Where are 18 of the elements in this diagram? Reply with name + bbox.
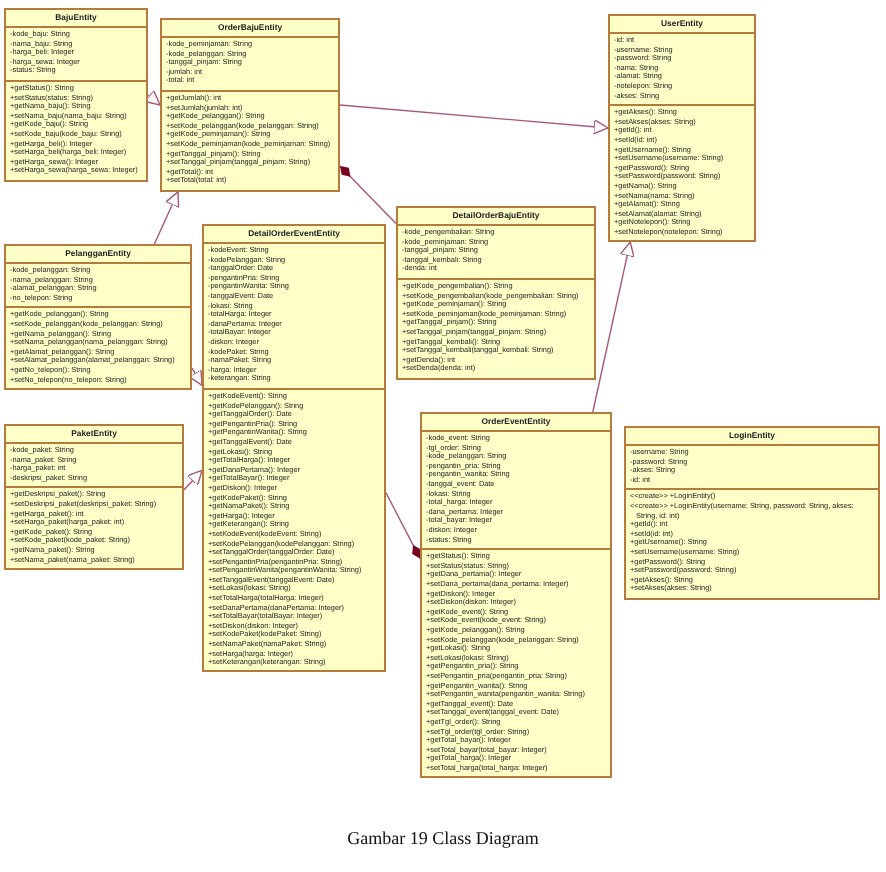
class-box <box>4 8 148 181</box>
class-box <box>608 14 756 243</box>
inheritance-arrow <box>153 191 180 245</box>
class-box <box>4 424 184 570</box>
inheritance-arrow <box>339 104 609 135</box>
inheritance-arrow <box>592 241 635 413</box>
inheritance-arrow <box>144 89 161 106</box>
inheritance-arrow <box>183 469 203 491</box>
class-box <box>202 224 386 673</box>
class-box <box>396 206 596 379</box>
composition-line <box>385 492 421 560</box>
class-box <box>420 412 612 778</box>
class-box <box>160 18 340 191</box>
class-box <box>624 426 880 599</box>
class-box <box>4 244 192 390</box>
figure-caption: Gambar 19 Class Diagram <box>345 828 541 848</box>
inheritance-arrow <box>188 367 203 386</box>
composition-line <box>339 165 397 225</box>
